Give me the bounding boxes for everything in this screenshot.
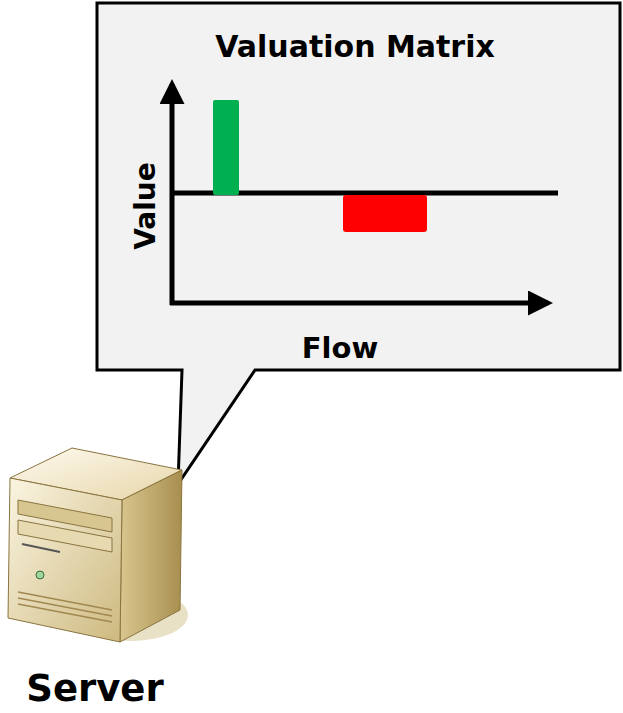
chart-title: Valuation Matrix <box>215 32 495 62</box>
x-axis <box>170 301 548 306</box>
axis-label: Value <box>132 162 160 250</box>
server-icon <box>8 448 188 642</box>
callout-panel: Valuation Matrix <box>97 3 620 370</box>
device-label: Server <box>26 670 163 707</box>
axis-label: Flow <box>302 334 378 363</box>
positive-bar <box>213 100 239 195</box>
negative-bar <box>343 195 427 232</box>
callout-bubble <box>97 3 620 484</box>
